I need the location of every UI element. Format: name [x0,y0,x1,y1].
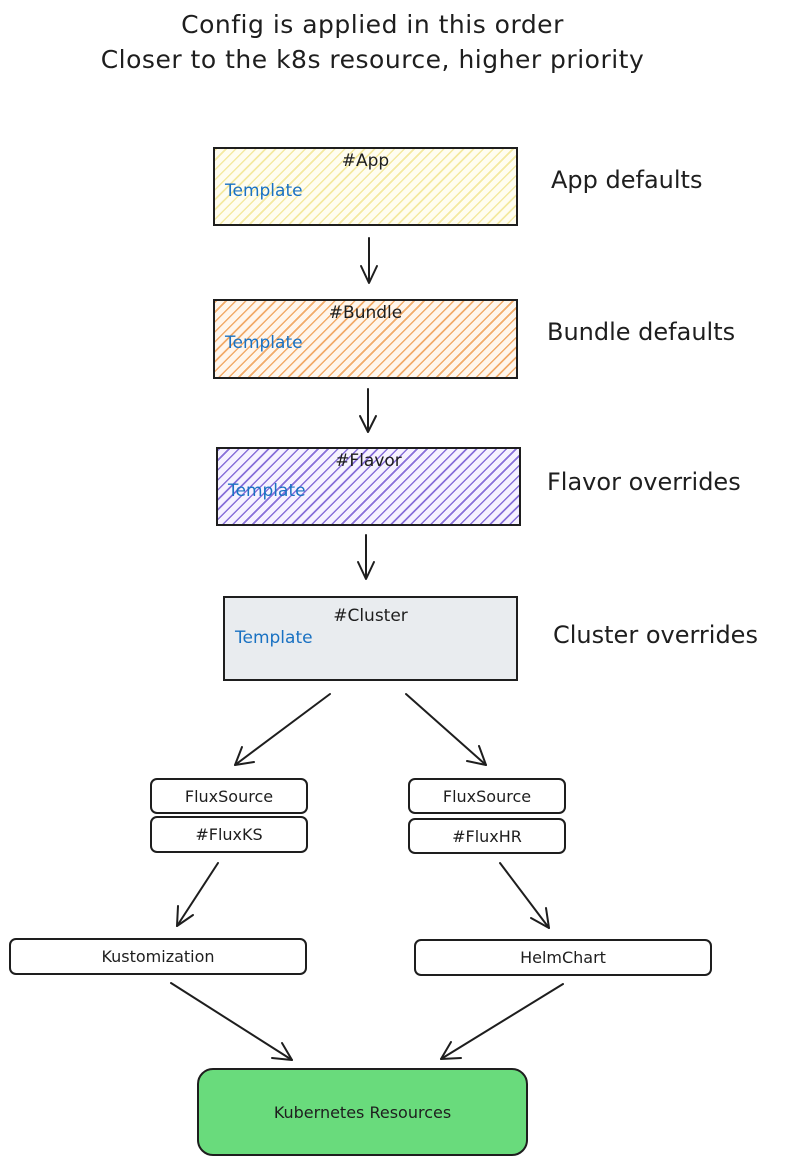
helm-chart-box: HelmChart [414,939,712,976]
app-template-label: Template [225,181,303,201]
cluster-config-box: #Cluster Template [223,596,518,681]
cluster-overrides-label: Cluster overrides [553,621,758,649]
arrow-flavor-to-cluster [357,534,375,580]
flavor-box-label: #Flavor [335,451,402,471]
arrow-flux-hr-to-helm-chart [499,862,550,929]
app-box-label: #App [341,151,390,171]
bundle-template-label: Template [225,333,303,353]
left-flux-source-box: FluxSource [150,778,308,814]
arrow-kustomization-to-resources [170,982,293,1061]
diagram-title-line-2: Closer to the k8s resource, higher prior… [100,45,645,74]
right-flux-source-box: FluxSource [408,778,566,814]
kubernetes-resources-box: Kubernetes Resources [197,1068,528,1156]
arrow-flux-ks-to-kustomization [176,862,219,927]
app-defaults-label: App defaults [551,166,703,194]
diagram-title-line-1: Config is applied in this order [181,10,564,39]
bundle-defaults-label: Bundle defaults [547,318,736,346]
flavor-template-label: Template [228,481,306,501]
flavor-config-box: #Flavor Template [216,447,521,526]
cluster-template-label: Template [235,628,313,648]
bundle-config-box: #Bundle Template [213,299,518,379]
arrow-cluster-to-right-branch [405,693,487,766]
flux-hr-box: #FluxHR [408,818,566,854]
flux-ks-box: #FluxKS [150,816,308,853]
bundle-box-label: #Bundle [328,303,403,323]
app-config-box: #App Template [213,147,518,226]
arrow-helm-chart-to-resources [440,983,564,1060]
arrow-bundle-to-flavor [359,388,377,433]
cluster-box-label: #Cluster [333,606,408,626]
arrow-cluster-to-left-branch [234,693,331,766]
flavor-overrides-label: Flavor overrides [547,468,741,496]
arrow-app-to-bundle [360,237,378,284]
kustomization-box: Kustomization [9,938,307,975]
